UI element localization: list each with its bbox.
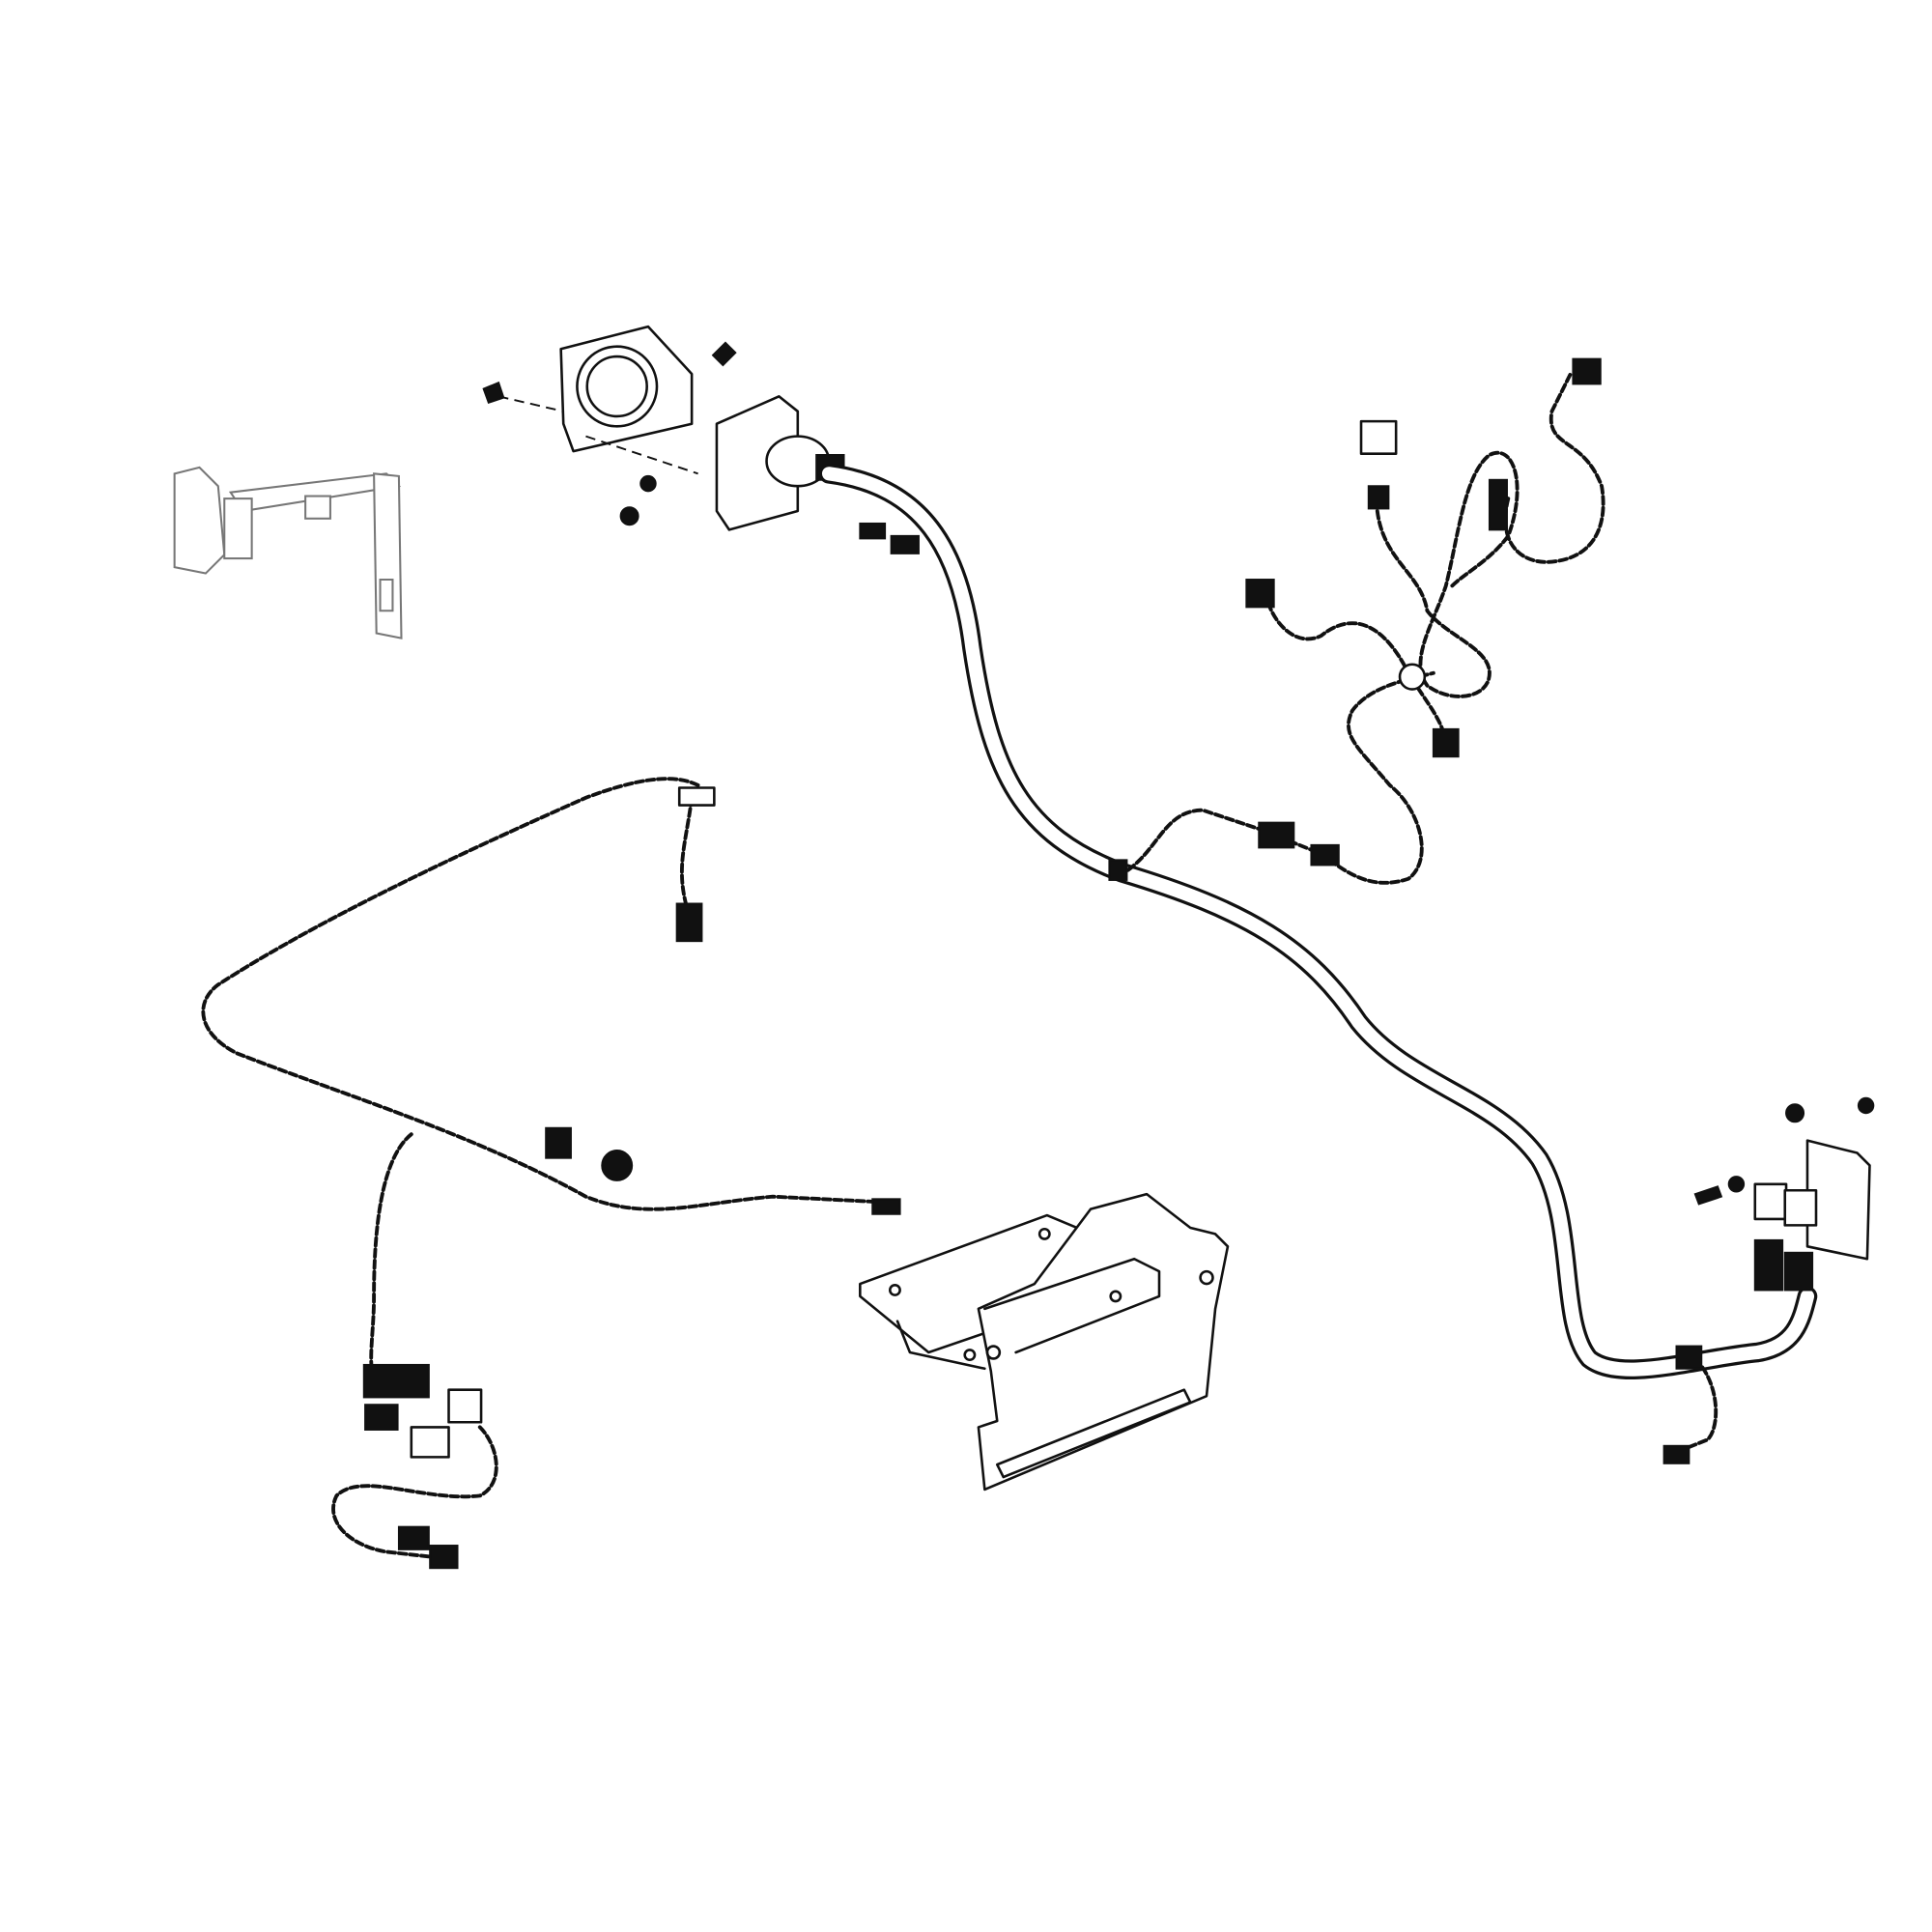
left-harness — [201, 777, 901, 1386]
top-right-harness — [1245, 357, 1605, 758]
branch-harness — [1125, 670, 1435, 885]
receptacle-bracket — [482, 325, 737, 526]
connector-cluster-left — [331, 1363, 498, 1570]
mount-bracket-left — [173, 466, 403, 639]
relay-panel — [1662, 1096, 1875, 1464]
trailer-receptacle — [715, 395, 920, 554]
mounting-bracket-center — [859, 1192, 1230, 1492]
main-cable — [818, 464, 1818, 1379]
